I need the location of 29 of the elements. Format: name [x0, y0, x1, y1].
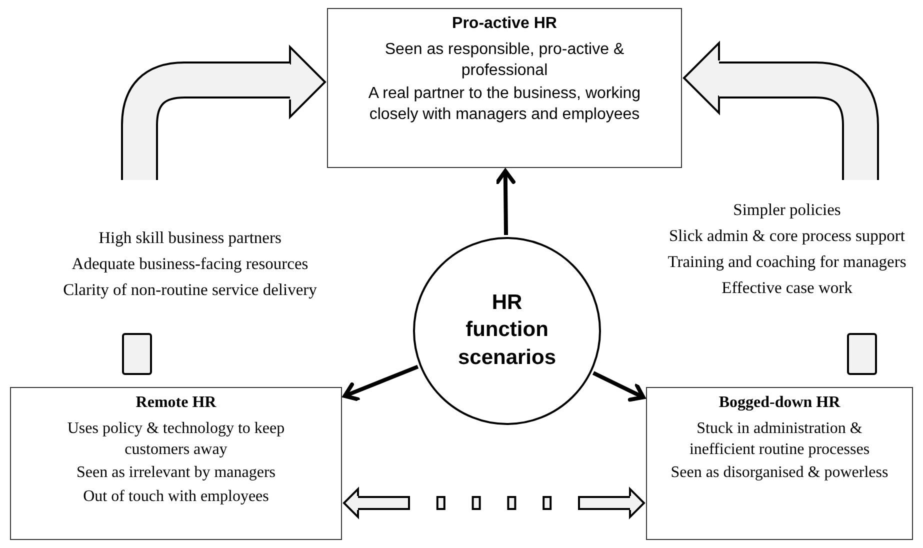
scenario-description: Seen as disorganised & powerless	[670, 463, 888, 484]
arrow	[342, 364, 419, 402]
scenario-description: Seen as irrelevant by managers	[76, 463, 276, 484]
small-box	[122, 333, 152, 375]
factor-text: High skill business partners	[98, 228, 282, 248]
bent-block-arrow	[683, 42, 879, 180]
factor-text: Adequate business-facing resources	[70, 254, 310, 274]
scenario-box	[327, 8, 682, 168]
scenario-title: Bogged-down HR	[718, 393, 840, 413]
scenario-box	[646, 387, 913, 540]
scenario-description: Seen as responsible, pro-active & professional	[384, 40, 626, 81]
factor-text: Slick admin & core process support	[668, 226, 906, 246]
scenario-title: Pro-active HR	[452, 14, 557, 34]
scenario-box	[10, 387, 342, 540]
scenario-description: Stuck in administration & inefficient routine processes	[688, 418, 871, 460]
small-box	[847, 333, 877, 375]
scenario-description: Out of touch with employees	[83, 487, 269, 508]
factor-text: Simpler policies	[732, 200, 842, 220]
broken-double-arrow	[343, 488, 645, 518]
factor-text: Effective case work	[720, 278, 854, 298]
scenario-title: Remote HR	[136, 393, 216, 413]
scenario-description: A real partner to the business, working closely with managers and employees	[367, 84, 642, 126]
arrow	[592, 371, 646, 402]
scenario-title: HR function scenarios	[458, 290, 556, 371]
arrow	[495, 169, 516, 236]
factor-text: Training and coaching for managers	[666, 252, 908, 272]
bent-block-arrow	[121, 46, 326, 180]
scenario-description: Uses policy & technology to keep customers away	[66, 418, 286, 460]
factor-text: Clarity of non-routine service delivery	[62, 280, 318, 300]
